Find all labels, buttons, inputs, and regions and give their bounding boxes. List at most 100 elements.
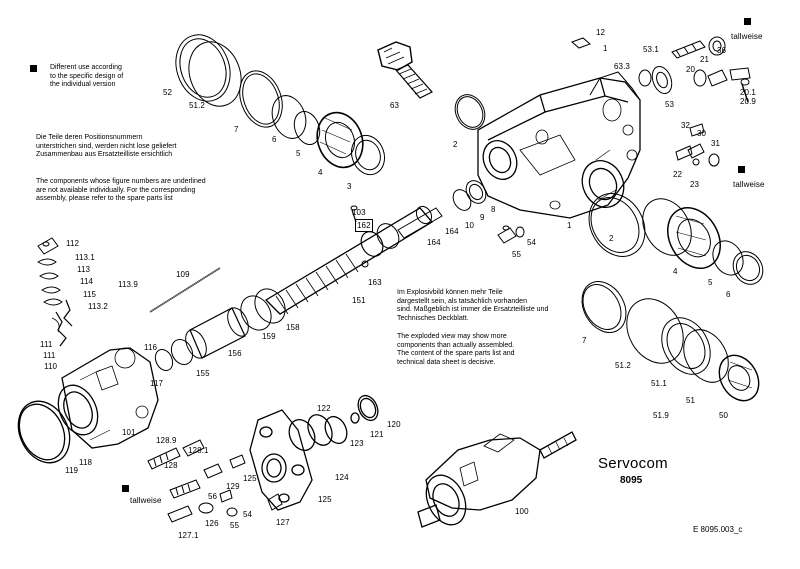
- callout-20-1: 20.1: [740, 88, 756, 97]
- callout-22: 22: [673, 170, 683, 179]
- callout-52: 52: [163, 88, 173, 97]
- callout-36: 36: [717, 46, 727, 55]
- optional-marker-square-right: [738, 166, 745, 173]
- callout-55: 55: [512, 250, 522, 259]
- rod-109-highlight: [149, 267, 221, 313]
- callout-125b: 125: [318, 495, 332, 504]
- optional-marker-square: [30, 65, 37, 72]
- callout-156: 156: [228, 349, 242, 358]
- callout-115: 115: [83, 290, 97, 299]
- optional-marker-square-top-right: [744, 18, 751, 25]
- cover-plate-125: [249, 394, 379, 511]
- callout-127: 127: [276, 518, 290, 527]
- callout-159: 159: [262, 332, 276, 341]
- ring-stack-top-left: [175, 34, 386, 176]
- callout-163: 163: [368, 278, 382, 287]
- callout-7b: 7: [582, 336, 587, 345]
- callout-51-1: 51.1: [651, 379, 667, 388]
- callout-51: 51: [686, 396, 696, 405]
- callout-20-9: 20.9: [740, 97, 756, 106]
- callout-63: 63: [390, 101, 400, 110]
- callout-151: 151: [352, 296, 366, 305]
- callout-128-1: 128.1: [188, 446, 209, 455]
- optional-label-top-right: tallweise: [731, 32, 763, 41]
- callout-4: 4: [318, 168, 323, 177]
- callout-54b: 54: [243, 510, 253, 519]
- callout-31: 31: [711, 139, 721, 148]
- note-positions-de: Die Teile deren Positionsnummern unterst…: [36, 134, 177, 158]
- callout-101: 101: [122, 428, 136, 437]
- callout-51-2b: 51.2: [615, 361, 631, 370]
- optional-label-bottom: tallweise: [130, 496, 162, 505]
- steering-housing-1: [477, 71, 641, 219]
- callout-53: 53: [665, 100, 675, 109]
- callout-21: 21: [700, 55, 710, 64]
- callout-51-9: 51.9: [653, 411, 669, 420]
- callout-20: 20: [686, 65, 696, 74]
- callout-23: 23: [690, 180, 700, 189]
- callout-110: 110: [44, 362, 58, 371]
- callout-112: 112: [66, 239, 80, 248]
- callout-9: 9: [480, 213, 485, 222]
- callout-111: 111: [40, 340, 53, 349]
- callout-12: 12: [596, 28, 606, 37]
- callout-120: 120: [387, 420, 401, 429]
- callout-7: 7: [234, 125, 239, 134]
- callout-113-9: 113.9: [118, 280, 138, 289]
- callout-100: 100: [515, 507, 529, 516]
- callout-113-1: 113.1: [75, 253, 95, 262]
- callout-55b: 55: [230, 521, 240, 530]
- worm-shaft-151: [264, 180, 487, 315]
- valve-spring-assembly: [37, 237, 73, 347]
- optional-label-right: tallweise: [733, 180, 765, 189]
- callout-114: 114: [80, 277, 94, 286]
- callout-164b: 164: [427, 238, 441, 247]
- callout-56: 56: [208, 492, 218, 501]
- callout-2b: 2: [609, 234, 614, 243]
- note-exploded-view-en: The exploded view may show more componen…: [397, 333, 515, 366]
- note-positions-en: The components whose figure numbers are …: [36, 178, 206, 202]
- callout-6: 6: [272, 135, 277, 144]
- optional-marker-square-bottom: [122, 485, 129, 492]
- callout-54: 54: [527, 238, 537, 247]
- callout-126: 126: [205, 519, 219, 528]
- callout-113-2: 113.2: [88, 302, 108, 311]
- callout-1: 1: [603, 44, 608, 53]
- pinion-shaft-63: [377, 41, 486, 130]
- sector-shaft-100: [417, 431, 577, 528]
- callout-6b: 6: [726, 290, 731, 299]
- note-exploded-view-de: Im Explosivbild können mehr Teile darges…: [397, 289, 549, 322]
- callout-122: 122: [317, 404, 331, 413]
- callout-117: 117: [150, 379, 164, 388]
- part-55-54: [497, 225, 525, 244]
- brand-title: Servocom: [598, 455, 668, 472]
- callout-111b: 111: [43, 351, 56, 360]
- callout-3: 3: [347, 182, 352, 191]
- note-optional-usage: Different use according to the specific …: [50, 64, 124, 88]
- callout-118: 118: [79, 458, 93, 467]
- callout-124: 124: [335, 473, 349, 482]
- callout-119: 119: [65, 466, 79, 475]
- callout-63-3: 63.3: [614, 62, 630, 71]
- callout-128-9: 128.9: [156, 436, 177, 445]
- document-id: E 8095.003_c: [693, 525, 743, 534]
- callout-30: 30: [697, 129, 707, 138]
- callout-162: 162: [355, 219, 373, 232]
- callout-103: 103: [352, 208, 366, 217]
- callout-4b: 4: [673, 267, 678, 276]
- cylinder-cover-101: [17, 347, 159, 464]
- callout-5: 5: [296, 149, 301, 158]
- callout-32: 32: [681, 121, 691, 130]
- callout-1b: 1: [567, 221, 572, 230]
- callout-155: 155: [196, 369, 210, 378]
- callout-113: 113: [77, 265, 91, 274]
- sleeve-and-rings-156: [154, 288, 286, 372]
- callout-158: 158: [286, 323, 300, 332]
- callout-128: 128: [164, 461, 178, 470]
- callout-50: 50: [719, 411, 729, 420]
- valve-parts-top-right: [571, 36, 751, 167]
- callout-127-1: 127.1: [178, 531, 199, 540]
- bolts-bottom: [147, 439, 283, 523]
